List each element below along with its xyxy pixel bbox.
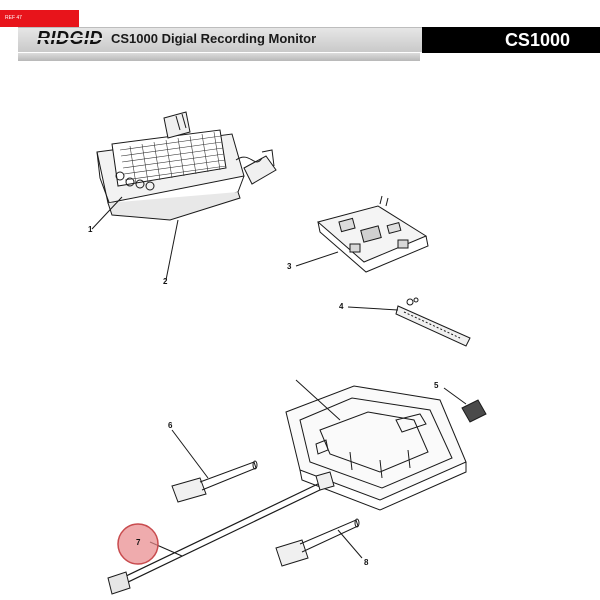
keyboard-assembly: [91, 111, 277, 281]
housing-frame: [285, 379, 467, 511]
callout-3: 3: [287, 262, 292, 271]
model-label: CS1000: [504, 30, 570, 50]
callout-5: 5: [434, 381, 439, 390]
rod-bracket-6: [171, 429, 258, 503]
circuit-board: [295, 195, 429, 273]
rod-bracket-8: [275, 518, 363, 567]
callout-8: 8: [364, 558, 369, 567]
ref-tag: REF 47: [0, 10, 79, 27]
long-rod: [107, 471, 335, 595]
callout-4: 4: [339, 302, 344, 311]
model-badge: CS1000: [422, 27, 600, 53]
page-title: CS1000 Digial Recording Monitor: [111, 31, 317, 46]
connector-part: [443, 387, 487, 423]
callout-7: 7: [136, 538, 141, 547]
callout-6: 6: [168, 421, 173, 430]
callout-2: 2: [163, 277, 168, 286]
header-underline: [18, 53, 420, 61]
ridgid-logo: RIDGID: [37, 28, 103, 48]
handle-bar: [347, 297, 471, 347]
callout-1: 1: [88, 225, 93, 234]
highlight-circle: [117, 523, 159, 565]
